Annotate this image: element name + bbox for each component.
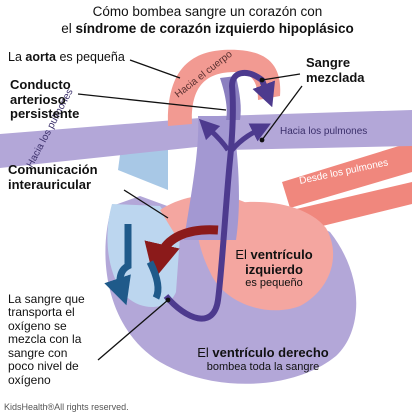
mixed-blood-path bbox=[163, 69, 276, 322]
label-right-ventricle: El ventrículo derecho bombea toda la san… bbox=[197, 345, 329, 373]
label-left-ventricle: El ventrículo izquierdo es pequeño bbox=[235, 247, 313, 290]
vessel-label-to-lungs-right: Hacia los pulmones bbox=[280, 126, 367, 137]
page-title-line2: el síndrome de corazón izquierdo hipoplá… bbox=[61, 21, 354, 36]
venous-flow-arrow bbox=[104, 224, 132, 306]
venous-flow-arrow-2 bbox=[146, 260, 162, 300]
label-mixing-note: La sangre que transporta el oxígeno se m… bbox=[8, 292, 85, 387]
pointer-mixed-1 bbox=[261, 73, 301, 81]
pointer-asd bbox=[123, 189, 169, 219]
aorta bbox=[167, 49, 281, 126]
pointer-mixed-2 bbox=[261, 85, 303, 141]
page-title-line1: Cómo bombea sangre un corazón con bbox=[92, 4, 323, 19]
pointer-aorta bbox=[129, 59, 181, 79]
pointer-mixing bbox=[97, 299, 169, 361]
pulmonary-vein-lower bbox=[292, 182, 412, 232]
pointer-ductus bbox=[77, 93, 227, 111]
pulmonary-artery-left bbox=[0, 118, 206, 168]
mixed-blood-branch-right bbox=[230, 123, 271, 152]
mixed-blood-branch-left bbox=[198, 118, 231, 152]
footer-copyright: KidsHealth®All rights reserved. bbox=[4, 402, 129, 412]
asd-flow-arrow bbox=[144, 225, 219, 280]
label-aorta: La aorta es pequeña bbox=[8, 50, 125, 64]
pulmonary-vein-upper bbox=[282, 142, 412, 208]
